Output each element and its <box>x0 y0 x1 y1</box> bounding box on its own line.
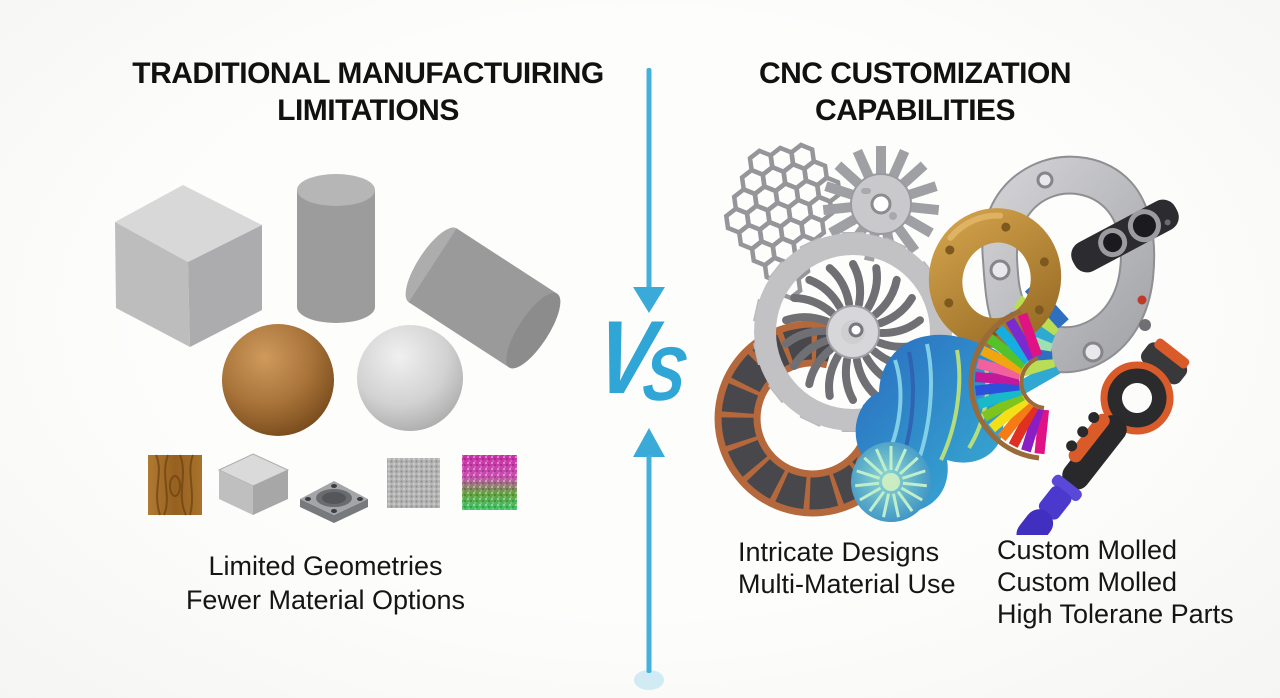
left-title-line2: LIMITATIONS <box>277 94 459 127</box>
right-caption-col2: Custom Molled Custom Molled High Toleran… <box>997 534 1234 630</box>
machined-plate-swatch <box>300 481 368 523</box>
divider-line-top <box>646 68 652 289</box>
down-arrow-icon <box>633 287 665 313</box>
right-caption-col1-line2: Multi-Material Use <box>738 569 956 599</box>
right-caption-col1: Intricate Designs Multi-Material Use <box>738 536 956 600</box>
silver-sphere-shape <box>357 325 463 431</box>
turbine-gear-part <box>751 232 955 432</box>
divider-graphic <box>633 68 665 690</box>
traditional-shapes-illustration <box>115 174 561 523</box>
right-title: CNC CUSTOMIZATION CAPABILITIES <box>700 55 1130 129</box>
bronze-sphere-shape <box>222 324 334 436</box>
right-caption-col2-line3: High Tolerane Parts <box>997 599 1234 629</box>
impeller-disc-part <box>823 146 938 261</box>
handheld-tool-part <box>1016 338 1190 535</box>
right-caption-col1-line1: Intricate Designs <box>738 537 940 567</box>
divider-line-bottom <box>646 455 652 673</box>
rainbow-gear-fan-part <box>968 308 1050 461</box>
left-caption: Limited Geometries Fewer Material Option… <box>118 549 533 617</box>
right-caption-col2-line1: Custom Molled <box>997 535 1178 565</box>
stone-block-swatch <box>217 453 290 515</box>
right-title-line1: CNC CUSTOMIZATION <box>758 57 1072 90</box>
blue-organic-part <box>851 334 1017 522</box>
tilted-gray-cylinder-shape <box>405 227 561 369</box>
gray-cube-shape <box>115 185 262 347</box>
vs-letter-s: S <box>638 332 691 418</box>
up-arrow-icon <box>633 428 665 457</box>
left-title-line1: TRADITIONAL MANUFACTUIRING <box>132 57 604 90</box>
left-caption-line1: Limited Geometries <box>208 551 443 581</box>
vs-mark: V S <box>590 300 693 417</box>
gray-cylinder-shape <box>297 174 375 323</box>
left-caption-line2: Fewer Material Options <box>185 585 466 615</box>
mesh-fabric-swatch <box>387 458 440 508</box>
cnc-parts-illustration <box>714 140 1190 535</box>
left-title: TRADITIONAL MANUFACTUIRING LIMITATIONS <box>98 55 638 129</box>
wood-grain-swatch <box>148 454 202 516</box>
right-title-line2: CAPABILITIES <box>814 94 1016 127</box>
gripper-red-indicator <box>1137 295 1147 305</box>
color-composite-swatch <box>462 455 517 510</box>
divider-glow <box>634 670 664 690</box>
right-caption-col2-line2: Custom Molled <box>997 567 1178 597</box>
